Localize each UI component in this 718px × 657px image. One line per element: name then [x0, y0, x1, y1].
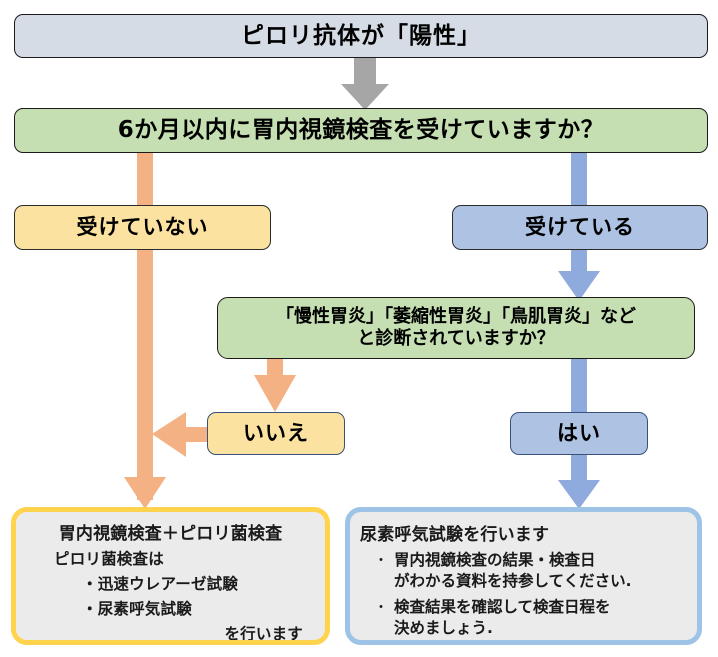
arrow-hai-to-outcome-right — [558, 454, 600, 509]
outcome-left-title: 胃内視鏡検査＋ピロリ菌検査 — [58, 524, 283, 544]
node-answer-received[interactable]: 受けている — [452, 205, 708, 250]
outcome-left-bullet-1: ・迅速ウレアーゼ試験 — [82, 575, 239, 593]
node-answer-not-received-label: 受けていない — [76, 215, 209, 240]
node-answer-yes-label: はい — [557, 421, 601, 446]
node-question-endoscopy-6months[interactable]: 6か月以内に胃内視鏡検査を受けていますか？ — [14, 108, 708, 153]
arrow-yes-endo-to-q2 — [558, 249, 600, 301]
outcome-right-bullet-item: ・ 胃内視鏡検査の結果・検査日 がわかる資料を持参してください. — [360, 550, 689, 592]
arrow-q2-to-iie — [254, 357, 296, 412]
outcome-urea-breath-test[interactable]: 尿素呼気試験を行います ・ 胃内視鏡検査の結果・検査日 がわかる資料を持参してく… — [345, 507, 702, 645]
bullet-dot-icon: ・ — [374, 553, 388, 569]
node-antibody-positive[interactable]: ピロリ抗体が「陽性」 — [14, 14, 708, 58]
bullet-dot-icon: ・ — [374, 599, 388, 616]
outcome-right-bullet-item: ・ 検査結果を確認して検査日程を 決めましょう. — [360, 597, 689, 639]
arrow-iie-to-main-stem — [152, 412, 209, 457]
node-answer-not-received[interactable]: 受けていない — [14, 205, 271, 250]
outcome-right-bullet-1-line2: がわかる資料を持参してください. — [394, 571, 632, 590]
node-answer-no[interactable]: いいえ — [207, 412, 345, 455]
node-antibody-positive-label: ピロリ抗体が「陽性」 — [241, 22, 481, 49]
node-question-endoscopy-6months-label: 6か月以内に胃内視鏡検査を受けていますか？ — [117, 117, 605, 144]
outcome-left-bullet-2: ・尿素呼気試験 — [82, 600, 192, 618]
node-question-gastritis-line2: と診断されていますか？ — [357, 328, 555, 349]
node-question-gastritis-diagnosis[interactable]: 「慢性胃炎」「萎縮性胃炎」「鳥肌胃炎」など と診断されていますか？ — [217, 297, 695, 359]
outcome-endoscopy-plus-pylori-test[interactable]: 胃内視鏡検査＋ピロリ菌検査 ピロリ菌検査は ・迅速ウレアーゼ試験 ・尿素呼気試験… — [11, 507, 330, 645]
outcome-right-bullet-2-line2: 決めましょう. — [394, 618, 493, 637]
node-answer-yes[interactable]: はい — [510, 412, 648, 455]
node-question-gastritis-line1: 「慢性胃炎」「萎縮性胃炎」「鳥肌胃炎」など — [276, 305, 636, 327]
outcome-right-title: 尿素呼気試験を行います — [360, 525, 550, 545]
outcome-left-subtitle: ピロリ菌検査は — [54, 550, 164, 568]
node-answer-no-label: いいえ — [243, 421, 309, 446]
outcome-right-bullet-1-line1: 胃内視鏡検査の結果・検査日 — [394, 551, 596, 569]
arrow-q2-to-hai — [571, 357, 587, 415]
arrow-positive-to-q1 — [341, 56, 389, 110]
outcome-left-tail: を行います — [224, 625, 303, 643]
arrow-q1-to-yes-endo — [571, 151, 587, 207]
node-answer-received-label: 受けている — [525, 215, 635, 240]
outcome-right-bullet-2-line1: 検査結果を確認して検査日程を — [394, 597, 611, 616]
